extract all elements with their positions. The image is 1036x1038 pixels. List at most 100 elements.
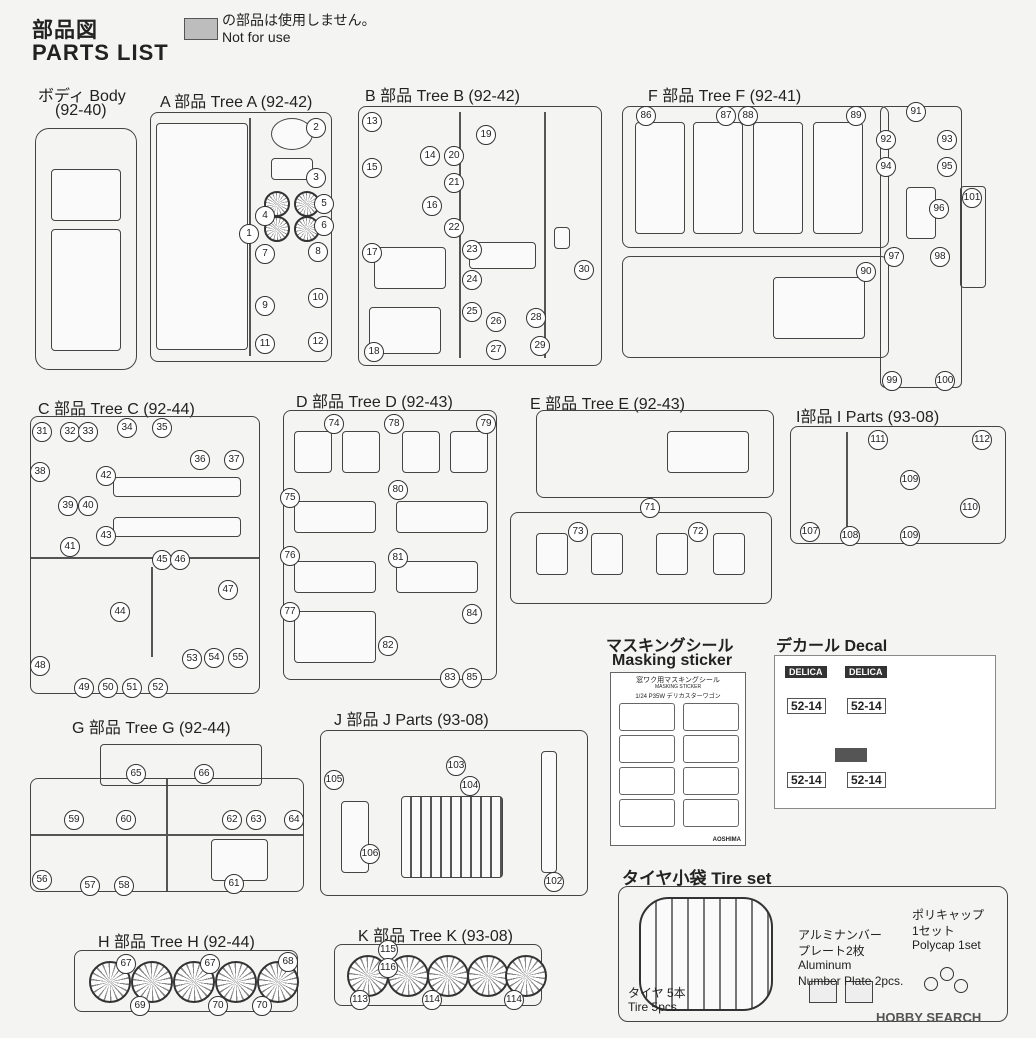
roof-panel	[51, 169, 121, 221]
tree-i-frame	[790, 426, 1006, 544]
part-number: 27	[486, 340, 506, 360]
section-body-code: (92-40)	[55, 102, 107, 119]
part-number: 24	[462, 270, 482, 290]
runner	[31, 834, 303, 836]
part-number: 60	[116, 810, 136, 830]
body-shell	[35, 128, 137, 370]
part-number: 8	[308, 242, 328, 262]
part-number: 9	[255, 296, 275, 316]
part-number: 91	[906, 102, 926, 122]
part-number: 1	[239, 224, 259, 244]
seat-part	[450, 431, 488, 473]
part-number: 87	[716, 106, 736, 126]
part-number: 67	[200, 954, 220, 974]
part-number: 86	[636, 106, 656, 126]
part-number: 26	[486, 312, 506, 332]
part-number: 51	[122, 678, 142, 698]
lens-runner	[960, 186, 986, 288]
part-number: 2	[306, 118, 326, 138]
dashboard-part	[374, 247, 446, 289]
part-number: 54	[204, 648, 224, 668]
seat-part	[591, 533, 623, 575]
part-number: 56	[32, 870, 52, 890]
door-panel-part	[294, 561, 376, 593]
tree-b-title: B 部品 Tree B (92-42)	[365, 88, 521, 105]
part-number: 62	[222, 810, 242, 830]
part-number: 35	[152, 418, 172, 438]
masking-sheet-model: 1/24 P35W デリカスターワゴン	[635, 694, 721, 700]
tree-g-top	[100, 744, 262, 786]
part-number: 94	[876, 157, 896, 177]
windshield-part	[773, 277, 865, 339]
part-number: 58	[114, 876, 134, 896]
part-number: 41	[60, 537, 80, 557]
masking-sheet-title: 窓ワク用マスキングシール	[636, 677, 720, 684]
plate-label-en2: Number Plate 2pcs.	[798, 974, 904, 988]
part-number: 6	[314, 216, 334, 236]
part-number: 112	[972, 430, 992, 450]
tree-f-frame-top	[622, 106, 889, 248]
panel-part	[113, 477, 241, 497]
part-number: 109	[900, 470, 920, 490]
part-number: 99	[882, 371, 902, 391]
mask-cell	[619, 767, 675, 795]
part-number: 34	[117, 418, 137, 438]
part-number: 98	[930, 247, 950, 267]
window-panel	[693, 122, 743, 234]
plate-label-en1: Aluminum	[798, 958, 852, 972]
tree-c-title: C 部品 Tree C (92-44)	[38, 401, 195, 418]
mask-cell	[683, 735, 739, 763]
runner	[544, 112, 546, 358]
tree-h-title: H 部品 Tree H (92-44)	[98, 934, 255, 951]
part-number: 105	[324, 770, 344, 790]
wheel-icon	[173, 961, 215, 1003]
part-number: 69	[130, 996, 150, 1016]
part-number: 103	[446, 756, 466, 776]
tire-label-jp: タイヤ 5本	[628, 986, 686, 1000]
decal-plate: 52-14	[847, 698, 886, 714]
part-number: 22	[444, 218, 464, 238]
part-number: 36	[190, 450, 210, 470]
part-number: 66	[194, 764, 214, 784]
tree-f-frame-bottom	[622, 256, 889, 358]
chassis-part	[156, 123, 248, 350]
plate-label-jp2: プレート2枚	[798, 944, 865, 958]
delica-logo: DELICA	[845, 666, 887, 678]
part-number: 31	[32, 422, 52, 442]
part-number: 49	[74, 678, 94, 698]
part-number: 100	[935, 371, 955, 391]
part-number: 64	[284, 810, 304, 830]
part-number: 77	[280, 602, 300, 622]
number-plate-icon	[809, 981, 837, 1003]
rear-seat-part	[396, 561, 478, 593]
part-number: 90	[856, 262, 876, 282]
part-number: 83	[440, 668, 460, 688]
part-number: 55	[228, 648, 248, 668]
decal-plate: 52-14	[847, 772, 886, 788]
wheel-icon	[89, 961, 131, 1003]
part-number: 37	[224, 450, 244, 470]
part-number: 52	[148, 678, 168, 698]
window-panel	[635, 122, 685, 234]
tree-f-frame-side	[880, 106, 962, 388]
part-number: 81	[388, 548, 408, 568]
decal-plate: 52-14	[787, 772, 826, 788]
part-number: 107	[800, 522, 820, 542]
tree-j-title: J 部品 J Parts (93-08)	[334, 712, 489, 729]
part-number: 23	[462, 240, 482, 260]
part-number: 19	[476, 125, 496, 145]
mask-cell	[619, 735, 675, 763]
part-number: 47	[218, 580, 238, 600]
part-number: 71	[640, 498, 660, 518]
tree-i-title: I部品 I Parts (93-08)	[796, 409, 940, 426]
tree-e-frame	[510, 512, 772, 604]
mask-cell	[619, 703, 675, 731]
part-number: 108	[840, 526, 860, 546]
part-number: 96	[929, 199, 949, 219]
part-number: 10	[308, 288, 328, 308]
part-number: 67	[116, 954, 136, 974]
part-number: 79	[476, 414, 496, 434]
door-panel-part	[294, 501, 376, 533]
tree-e-floor	[536, 410, 774, 498]
tree-e-title: E 部品 Tree E (92-43)	[530, 396, 686, 413]
